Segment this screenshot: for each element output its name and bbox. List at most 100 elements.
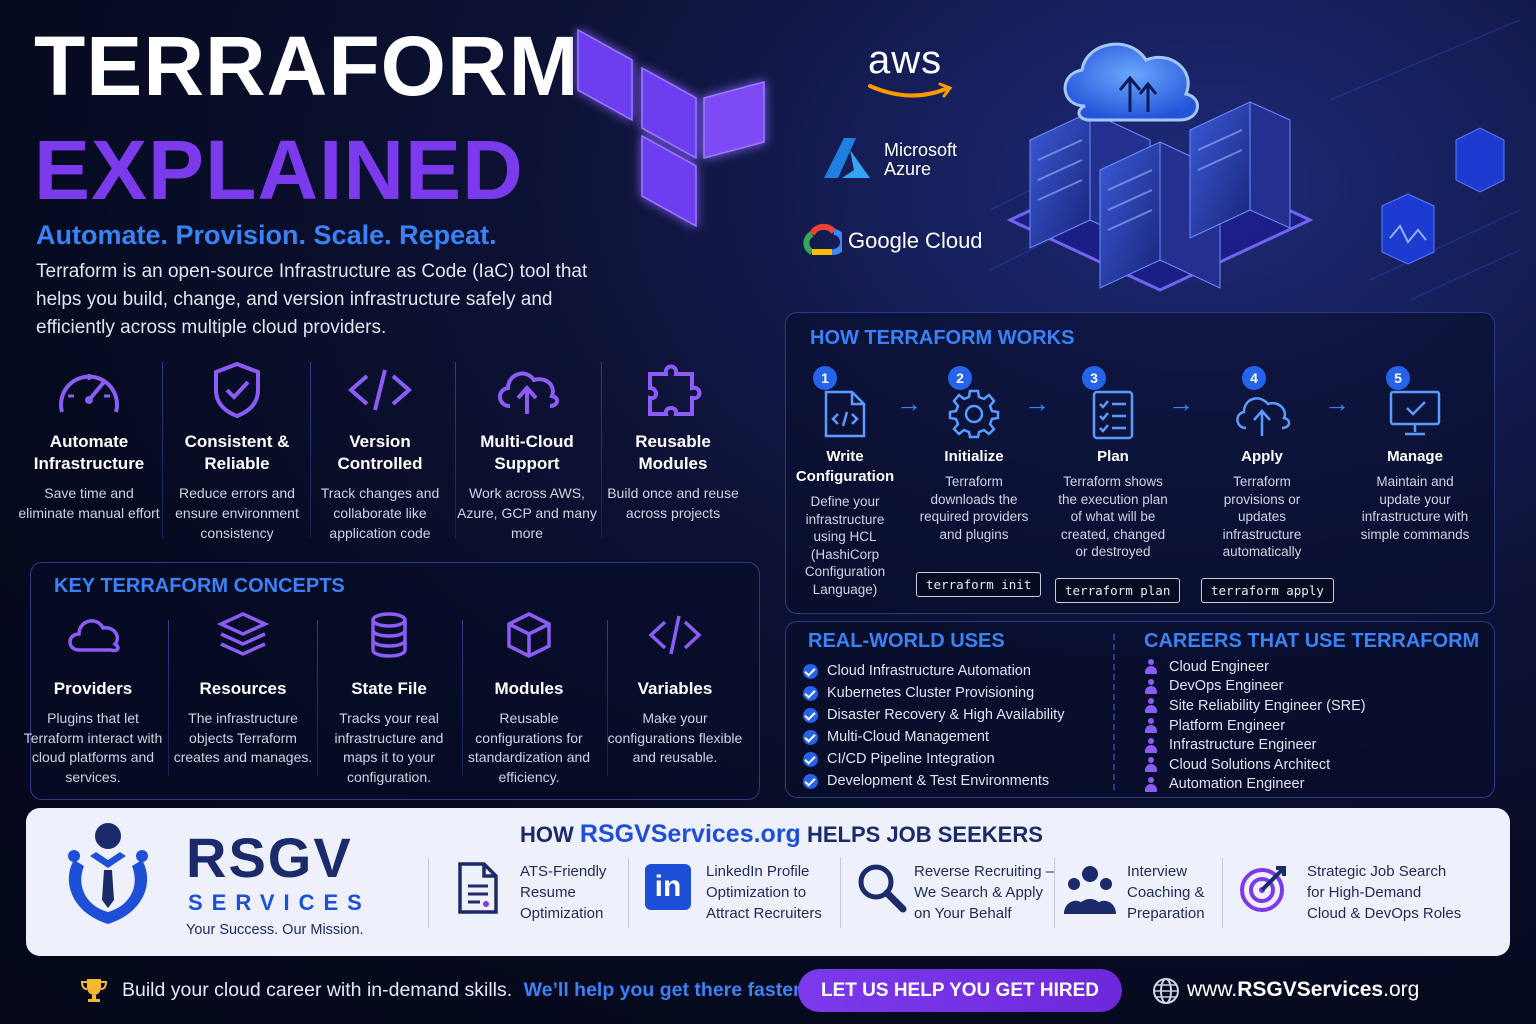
step-title: Plan <box>1097 448 1129 465</box>
concepts-panel <box>30 562 760 800</box>
globe-icon <box>1153 978 1179 1004</box>
service-line: LinkedIn Profile <box>706 863 810 880</box>
title-explained: EXPLAINED <box>34 123 524 217</box>
service-line: for High-Demand <box>1307 884 1422 901</box>
step-apply: 4 Apply Terraform provisions or updates … <box>1202 366 1322 561</box>
divider <box>310 362 311 538</box>
service-line: Optimization <box>520 905 604 922</box>
arrow-right-icon: → <box>1024 388 1050 418</box>
person-icon <box>1144 776 1158 792</box>
azure-line1: Microsoft <box>884 140 958 160</box>
cta-get-hired-button[interactable]: LET US HELP YOU GET HIRED <box>798 969 1122 1012</box>
uses-heading: REAL-WORLD USES <box>808 630 1005 652</box>
person-icon <box>1144 718 1158 734</box>
heading-post: HELPS JOB SEEKERS <box>806 822 1043 847</box>
concept-title: Resources <box>199 679 287 698</box>
step-title: Write Configuration <box>795 448 895 485</box>
service-line: Resume <box>520 884 576 901</box>
divider <box>628 858 629 928</box>
layers-icon <box>216 612 270 656</box>
list-item: Infrastructure Engineer <box>1144 735 1366 755</box>
list-item-label: Multi-Cloud Management <box>827 729 989 745</box>
speedometer-icon <box>59 374 119 413</box>
footer-tagline: Build your cloud career with in-demand s… <box>122 979 805 1002</box>
feature-desc: Save time and eliminate manual effort <box>18 485 160 521</box>
cmd-terraform-init: terraform init <box>916 572 1042 597</box>
intro-text: Terraform is an open-source Infrastructu… <box>36 261 588 338</box>
heading-site-link[interactable]: RSGVServices.org <box>579 820 801 848</box>
divider <box>601 362 602 538</box>
check-icon <box>803 707 818 723</box>
concept-title: State File <box>351 679 427 698</box>
service-line: Cloud & DevOps Roles <box>1307 905 1462 922</box>
list-item: Automation Engineer <box>1144 775 1366 795</box>
person-icon <box>1144 757 1158 773</box>
feature-version: Version Controlled Track changes and col… <box>307 360 453 541</box>
checklist-icon <box>1092 390 1134 440</box>
rsgv-heading: HOW RSGVServices.org HELPS JOB SEEKERS <box>520 820 1043 849</box>
concept-state: State File Tracks your real infrastructu… <box>316 610 462 787</box>
concept-desc: Make your configurations flexible and re… <box>607 710 743 765</box>
heading-pre: HOW <box>520 822 574 847</box>
step-desc: Terraform shows the execution plan of wh… <box>1058 474 1168 559</box>
step-title: Apply <box>1241 448 1283 465</box>
list-item-label: Infrastructure Engineer <box>1169 737 1317 754</box>
resume-icon <box>458 862 498 914</box>
concept-title: Variables <box>637 679 713 698</box>
step-desc: Terraform provisions or updates infrastr… <box>1222 474 1302 559</box>
divider <box>607 620 608 776</box>
title-terraform: TERRAFORM <box>34 19 580 113</box>
cmd-terraform-plan: terraform plan <box>1055 578 1181 603</box>
target-icon <box>1240 866 1286 912</box>
list-item-label: Platform Engineer <box>1169 717 1286 734</box>
person-icon <box>1144 698 1158 714</box>
service-line: Strategic Job Search <box>1307 863 1447 880</box>
gear-icon <box>948 389 1000 439</box>
step-number: 3 <box>1082 366 1106 390</box>
service-line: Attract Recruiters <box>706 905 822 922</box>
website-link[interactable]: www.RSGVServices.org <box>1187 978 1419 1002</box>
check-icon <box>803 663 818 679</box>
concept-title: Providers <box>53 679 133 698</box>
feature-automate: Automate Infrastructure Save time and el… <box>16 360 162 540</box>
feature-title: Reusable Modules <box>635 432 711 473</box>
list-item: Cloud Solutions Architect <box>1144 755 1366 775</box>
step-number: 1 <box>813 366 837 390</box>
list-item: Platform Engineer <box>1144 716 1366 736</box>
list-item-label: Cloud Engineer <box>1169 658 1269 675</box>
list-item: Cloud Infrastructure Automation <box>803 660 1064 682</box>
service-line: Preparation <box>1127 905 1205 922</box>
list-item-label: Cloud Solutions Architect <box>1169 756 1331 773</box>
feature-desc: Build once and reuse across projects <box>607 485 739 521</box>
list-item: CI/CD Pipeline Integration <box>803 748 1064 770</box>
list-item-label: Development & Test Environments <box>827 773 1050 789</box>
how-panel <box>785 312 1495 614</box>
divider <box>317 620 318 776</box>
feature-desc: Track changes and collaborate like appli… <box>320 485 440 541</box>
list-item-label: Disaster Recovery & High Availability <box>827 707 1065 723</box>
cloud-servers-illustration <box>990 20 1520 301</box>
feature-desc: Work across AWS, Azure, GCP and many mor… <box>457 485 597 541</box>
concept-providers: Providers Plugins that let Terraform int… <box>20 610 166 787</box>
step-init: 2 Initialize Terraform downloads the req… <box>912 366 1036 543</box>
list-item: Multi-Cloud Management <box>803 726 1064 748</box>
cloud-upload-icon <box>1236 397 1291 436</box>
service-line: Coaching & <box>1127 884 1205 901</box>
cmd-terraform-apply: terraform apply <box>1201 578 1334 603</box>
divider <box>840 858 841 928</box>
concept-desc: Tracks your real infrastructure and maps… <box>334 710 444 785</box>
trophy-icon <box>80 979 108 1002</box>
azure-line2: Azure <box>884 159 932 179</box>
people-icon <box>1064 866 1116 914</box>
code-file-icon <box>824 390 866 438</box>
arrow-right-icon: → <box>896 388 922 418</box>
footer-text: Build your cloud career with in-demand s… <box>122 979 513 1001</box>
step-title: Initialize <box>944 448 1004 465</box>
list-item-label: DevOps Engineer <box>1169 678 1284 695</box>
code-icon <box>347 369 413 411</box>
list-item: Development & Test Environments <box>803 770 1064 792</box>
person-icon <box>1144 737 1158 753</box>
list-item: Kubernetes Cluster Provisioning <box>803 682 1064 704</box>
list-item: Site Reliability Engineer (SRE) <box>1144 696 1366 716</box>
